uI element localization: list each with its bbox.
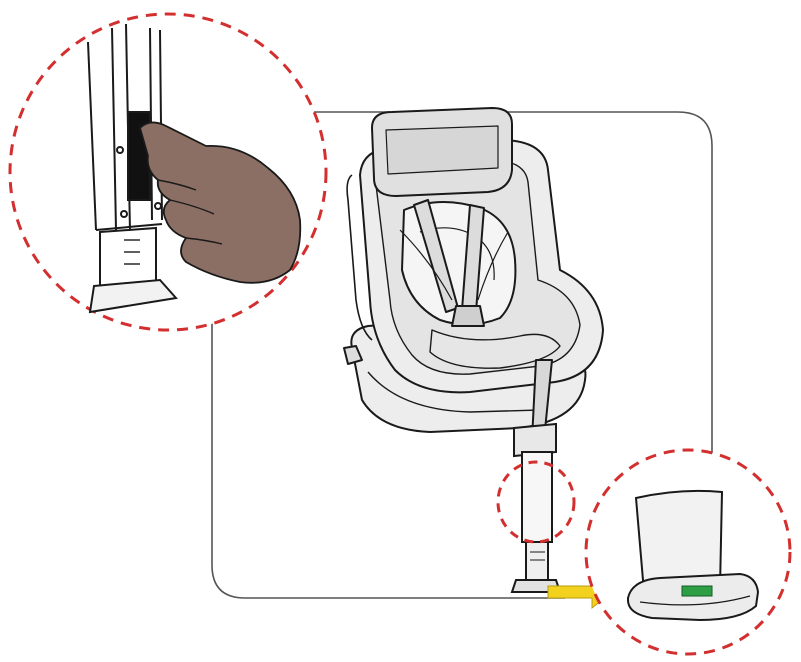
hand-press-icon [138, 121, 302, 284]
magnified-foot [88, 278, 178, 314]
support-leg-upper [521, 451, 553, 543]
car-seat [343, 107, 604, 441]
base-latch [343, 345, 363, 365]
magnified-leg-foot [627, 489, 760, 622]
detail-frame [238, 111, 713, 478]
support-leg-lower [525, 541, 549, 581]
support-leg [510, 422, 562, 593]
leg-button-highlight [496, 460, 576, 544]
harness-buckle [451, 305, 485, 327]
green-indicator-icon [681, 585, 713, 597]
